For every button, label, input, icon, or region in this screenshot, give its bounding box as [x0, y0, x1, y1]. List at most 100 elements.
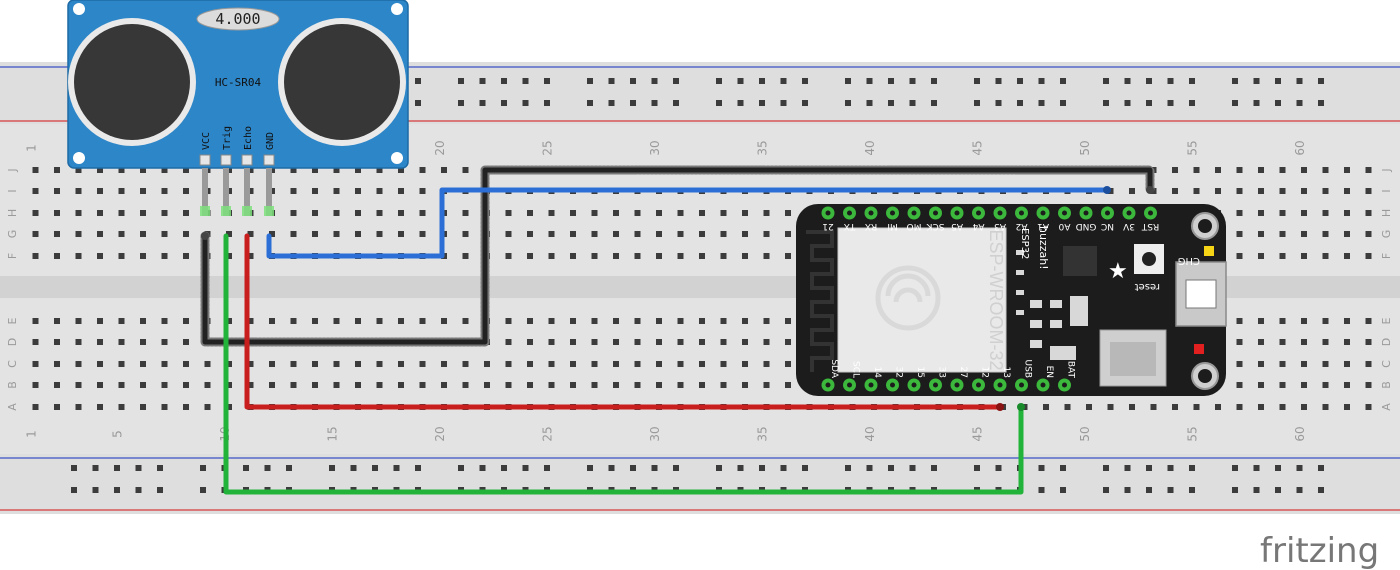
row-letter: G: [1380, 230, 1393, 239]
rail-hole: [931, 100, 937, 106]
rail-hole: [737, 465, 744, 471]
breadboard-hole: [183, 318, 189, 324]
breadboard-hole: [118, 188, 125, 194]
breadboard-hole: [1279, 339, 1286, 345]
breadboard-hole: [398, 188, 404, 194]
breadboard-hole: [247, 167, 254, 173]
breadboard-hole: [656, 210, 662, 216]
column-number: 25: [541, 426, 555, 441]
breadboard-hole: [1258, 167, 1264, 173]
rail-hole: [1017, 100, 1023, 106]
mounting-hole: [391, 3, 403, 15]
breadboard-hole: [118, 231, 125, 237]
breadboard-hole: [1258, 253, 1264, 259]
breadboard-hole: [1344, 188, 1350, 194]
sensor-pin-label: VCC: [201, 132, 212, 150]
breadboard-hole: [75, 253, 82, 259]
row-letter: H: [1380, 209, 1393, 217]
breadboard-hole: [1150, 404, 1157, 410]
rail-hole: [587, 78, 593, 84]
breadboard-hole: [1322, 231, 1329, 237]
rail-hole: [1296, 100, 1303, 106]
breadboard-hole: [312, 167, 318, 173]
breadboard-hole: [699, 318, 705, 324]
wifi-logo-icon: [875, 265, 941, 331]
breadboard-hole: [376, 361, 383, 367]
breadboard-hole: [1236, 361, 1243, 367]
breadboard-hole: [290, 361, 297, 367]
board-pin-hole: [954, 382, 960, 388]
rail-hole: [995, 465, 1002, 471]
rail-hole: [931, 465, 937, 471]
breadboard-hole: [527, 231, 533, 237]
column-number: 35: [756, 426, 770, 441]
breadboard-hole: [376, 188, 383, 194]
breadboard-hole: [548, 361, 555, 367]
breadboard-hole: [1279, 167, 1286, 173]
breadboard-hole: [527, 382, 533, 388]
breadboard-hole: [419, 361, 426, 367]
board-pin-row: [821, 206, 1157, 392]
breadboard-hole: [54, 167, 60, 173]
row-letter: I: [1380, 189, 1393, 192]
rail-hole: [1124, 100, 1131, 106]
breadboard-hole: [1365, 253, 1372, 259]
board-pin-hole: [847, 210, 852, 216]
board-pin-hole: [890, 210, 895, 216]
breadboard-hole: [247, 318, 254, 324]
rail-hole: [608, 465, 615, 471]
row-letter: D: [1380, 338, 1393, 346]
breadboard-hole: [699, 210, 705, 216]
column-number: 5: [111, 430, 125, 438]
breadboard-hole: [441, 382, 447, 388]
antenna-trace: [806, 230, 834, 372]
breadboard-hole: [97, 382, 103, 388]
board-pin-label: 32: [894, 367, 904, 378]
rail-hole: [157, 465, 163, 471]
breadboard-hole: [118, 339, 125, 345]
board-pin-label: NC: [1101, 221, 1114, 231]
column-number: 55: [1186, 426, 1200, 441]
rail-hole: [1253, 78, 1260, 84]
breadboard-hole: [548, 231, 555, 237]
rail-hole: [1232, 465, 1238, 471]
rail-hole: [1038, 78, 1045, 84]
breadboard-hole: [484, 382, 490, 388]
crystal-label: 4.000: [215, 10, 260, 28]
breadboard-hole: [376, 231, 383, 237]
board-pin-label: 27: [958, 367, 968, 378]
rail-hole: [845, 100, 851, 106]
rail-hole: [1189, 100, 1195, 106]
breadboard-hole: [656, 231, 662, 237]
rail-hole: [759, 78, 765, 84]
breadboard-hole: [333, 210, 340, 216]
row-letter: J: [1380, 168, 1393, 172]
breadboard-hole: [1301, 339, 1307, 345]
rail-hole: [1038, 100, 1045, 106]
breadboard-hole: [634, 231, 641, 237]
breadboard-hole: [462, 382, 469, 388]
breadboard-hole: [312, 188, 318, 194]
board-pin-hole: [976, 210, 981, 216]
breadboard-hole: [1236, 253, 1243, 259]
rail-hole: [1189, 78, 1195, 84]
breadboard-hole: [699, 253, 705, 259]
row-letter: D: [6, 338, 19, 346]
rail-hole: [544, 465, 550, 471]
breadboard-hole: [419, 318, 426, 324]
rail-hole: [1318, 465, 1324, 471]
rail-hole: [479, 465, 486, 471]
breadboard-hole: [591, 210, 598, 216]
breadboard-hole: [1236, 167, 1243, 173]
breadboard-hole: [1236, 339, 1243, 345]
breadboard-hole: [376, 167, 383, 173]
board-pin-hole: [1019, 210, 1024, 216]
breadboard-hole: [1236, 210, 1243, 216]
rail-hole: [1060, 465, 1066, 471]
rail-hole: [716, 78, 722, 84]
breadboard-hole: [527, 253, 533, 259]
rail-hole: [544, 78, 550, 84]
breadboard-hole: [355, 188, 361, 194]
rail-hole: [845, 78, 851, 84]
breadboard-hole: [1043, 404, 1049, 410]
